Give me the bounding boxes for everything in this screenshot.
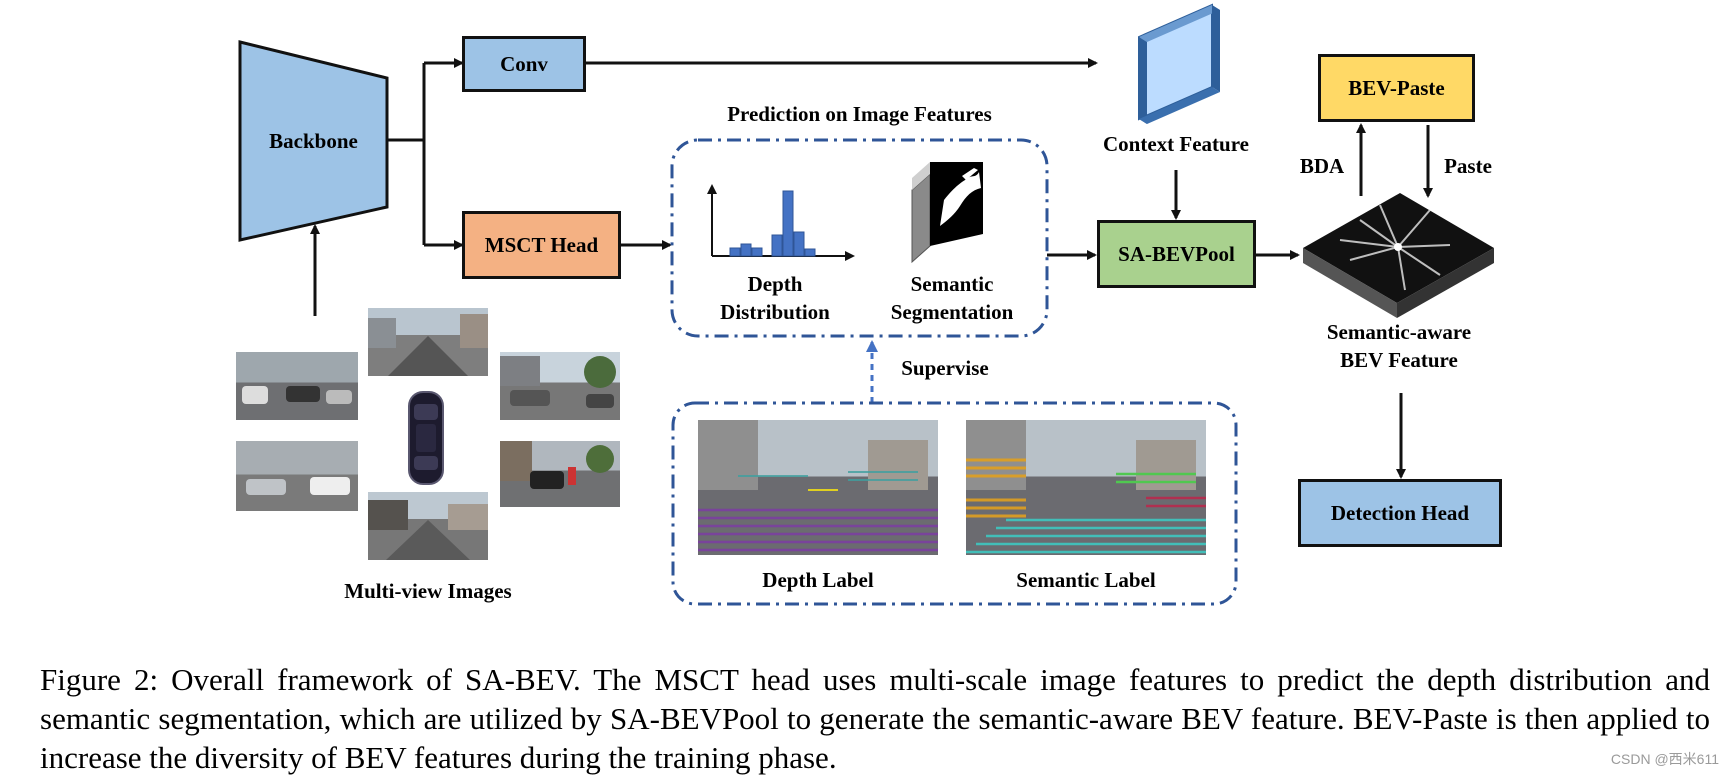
semantic-bev-line1: Semantic-aware (1326, 320, 1472, 344)
multi-view-label: Multi-view Images (344, 579, 512, 603)
depth-histogram-icon (707, 184, 855, 261)
backbone-label: Backbone (269, 128, 358, 153)
camera-view-back-left (236, 441, 358, 511)
bda-label: BDA (1299, 154, 1345, 178)
semantic-label-image (966, 420, 1206, 555)
depth-distribution-line2: Distribution (720, 300, 830, 324)
bev-paste-block: BEV-Paste (1318, 54, 1475, 122)
supervise-label: Supervise (901, 356, 989, 380)
depth-label-caption: Depth Label (762, 568, 874, 592)
context-feature-icon (1138, 3, 1220, 124)
context-feature-label: Context Feature (1103, 132, 1249, 156)
detection-head-block: Detection Head (1298, 479, 1502, 547)
semantic-segmentation-label: Semantic Segmentation (872, 270, 1032, 326)
semantic-label-caption: Semantic Label (1016, 568, 1156, 592)
car-topview-icon (408, 391, 444, 485)
backbone-block (238, 40, 389, 242)
segmentation-map-icon (911, 162, 983, 264)
msct-head-block: MSCT Head (462, 211, 621, 279)
bev-feature-map-icon (1303, 193, 1494, 318)
camera-view-front-left (236, 352, 358, 420)
paste-label: Paste (1444, 154, 1492, 178)
prediction-group-frame (670, 138, 1049, 338)
watermark: CSDN @西米611 (1610, 751, 1719, 767)
camera-view-back-right (500, 441, 620, 507)
semantic-bev-line2: BEV Feature (1340, 348, 1458, 372)
semantic-segmentation-line2: Segmentation (890, 300, 1014, 324)
camera-view-back (368, 492, 488, 560)
prediction-title: Prediction on Image Features (727, 102, 992, 126)
semantic-bev-label: Semantic-aware BEV Feature (1306, 318, 1492, 374)
sa-bevpool-block: SA-BEVPool (1097, 220, 1256, 288)
camera-view-front (368, 308, 488, 376)
depth-distribution-line1: Depth (747, 272, 803, 296)
figure-caption: Figure 2: Overall framework of SA-BEV. T… (40, 662, 1710, 775)
depth-distribution-label: Depth Distribution (700, 270, 850, 326)
label-group-frame (671, 401, 1238, 606)
depth-label-image (698, 420, 938, 555)
camera-view-front-right (500, 352, 620, 420)
semantic-segmentation-line1: Semantic (910, 272, 994, 296)
conv-block: Conv (462, 36, 586, 92)
